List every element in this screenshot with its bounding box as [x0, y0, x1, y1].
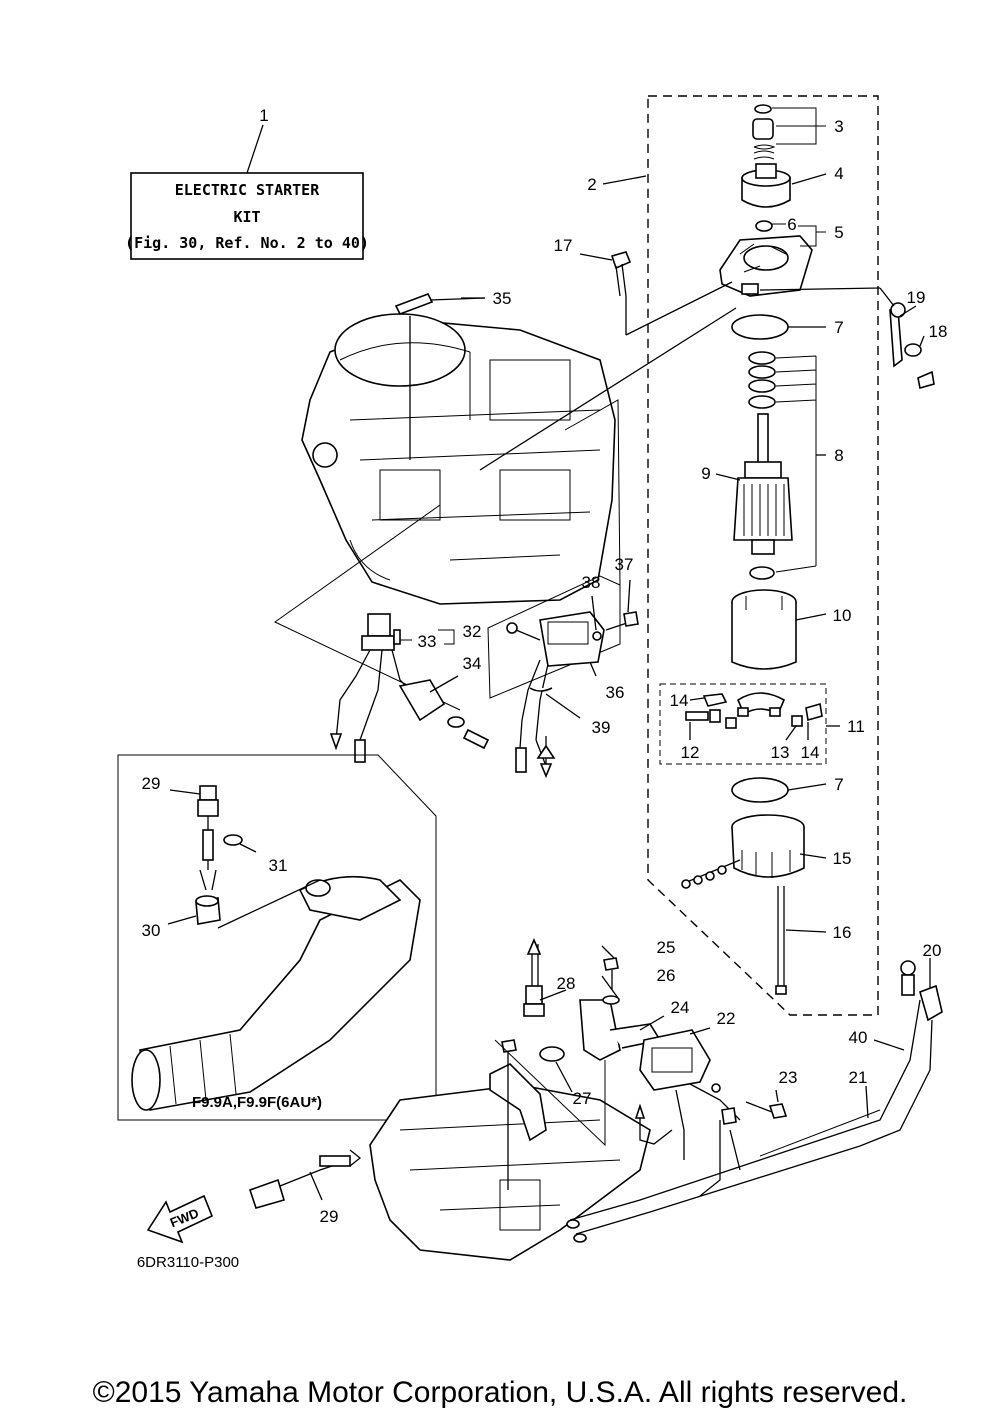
- relay-bracket: [579, 957, 662, 1061]
- brush-holder: [685, 692, 823, 729]
- callout-29-lower: 29: [320, 1207, 339, 1226]
- through-bolt: [775, 886, 787, 995]
- callout-9: 9: [701, 464, 710, 483]
- callout-22: 22: [717, 1009, 736, 1028]
- callout-1: 1: [259, 106, 268, 125]
- armature: [733, 413, 793, 555]
- mounting-bracket: [489, 1039, 547, 1190]
- callout-26: 26: [657, 966, 676, 985]
- relay-bolt: [745, 1101, 788, 1119]
- starter-relay: [506, 611, 639, 779]
- callout-2: 2: [587, 175, 596, 194]
- brush-holder-group-outline: [659, 683, 827, 765]
- callout-14-right: 14: [801, 743, 820, 762]
- tiller-handle: [131, 875, 421, 1111]
- callout-13: 13: [771, 743, 790, 762]
- callout-17: 17: [554, 236, 573, 255]
- callout-27: 27: [573, 1089, 592, 1108]
- kit-label-line1: ELECTRIC STARTER: [175, 181, 320, 199]
- lead-wire-terminal: [759, 287, 935, 390]
- callout-12: 12: [681, 743, 700, 762]
- pinion-gear: [741, 163, 791, 208]
- callout-37: 37: [615, 555, 634, 574]
- callout-33: 33: [418, 632, 437, 651]
- callout-11: 11: [847, 717, 865, 736]
- callout-31: 31: [269, 856, 288, 875]
- callout-15: 15: [833, 849, 852, 868]
- o-ring-upper: [731, 314, 789, 340]
- neutral-switch: [197, 785, 219, 891]
- callout-29-upper: 29: [142, 774, 161, 793]
- leader-lines: [167, 107, 931, 1201]
- battery-cables: [566, 960, 943, 1243]
- callout-3: 3: [834, 117, 843, 136]
- engine-block: [301, 313, 616, 605]
- callout-24: 24: [671, 998, 690, 1017]
- starter-bolt: [610, 251, 733, 336]
- callout-38: 38: [582, 573, 601, 592]
- o-ring-lower: [731, 777, 789, 803]
- callout-5: 5: [834, 223, 843, 242]
- callout-23: 23: [779, 1068, 798, 1087]
- switch-holder: [195, 879, 321, 929]
- diagram-reference-code: 6DR3110-P300: [137, 1254, 239, 1271]
- kit-label-line3: (Fig. 30, Ref. No. 2 to 40): [125, 234, 369, 252]
- yoke: [731, 589, 797, 670]
- callout-28: 28: [557, 974, 576, 993]
- callout-25: 25: [657, 938, 676, 957]
- callout-19: 19: [907, 288, 926, 307]
- callout-7-lower: 7: [834, 775, 843, 794]
- rear-cover: [681, 814, 805, 889]
- callout-21: 21: [849, 1068, 868, 1087]
- washer-set: [748, 351, 817, 580]
- callout-18: 18: [929, 322, 948, 341]
- callout-10: 10: [833, 606, 852, 625]
- kit-label-box: ELECTRIC STARTER KIT (Fig. 30, Ref. No. …: [125, 124, 369, 260]
- callout-8: 8: [834, 446, 843, 465]
- callout-16: 16: [833, 923, 852, 942]
- bushing: [755, 220, 773, 232]
- lower-relay: [634, 1029, 741, 1160]
- callout-36: 36: [606, 683, 625, 702]
- callouts: 1 2 3 4 5 6 7 7 8 9 10 11 12 13 14 14 15…: [142, 106, 948, 1226]
- callout-40: 40: [849, 1028, 868, 1047]
- callout-7-upper: 7: [834, 318, 843, 337]
- model-applicability-note: F9.9A,F9.9F(6AU*): [192, 1094, 322, 1111]
- relay-group-outline: [487, 575, 621, 699]
- tiller-inset-outline: [117, 754, 437, 1121]
- starter-motor-group-outline: [647, 95, 879, 1016]
- callout-32: 32: [463, 622, 482, 641]
- hose-clamp: [223, 834, 243, 846]
- front-bracket: [719, 235, 813, 297]
- callout-39: 39: [592, 718, 611, 737]
- callout-35: 35: [493, 289, 512, 308]
- neutral-switch-lower: [248, 1149, 362, 1209]
- kit-label-line2: KIT: [233, 208, 260, 226]
- starter-switch: [523, 937, 565, 1062]
- callout-34: 34: [463, 654, 482, 673]
- callout-30: 30: [142, 921, 161, 940]
- copyright-notice: ©2015 Yamaha Motor Corporation, U.S.A. A…: [92, 1376, 908, 1409]
- callout-4: 4: [834, 164, 843, 183]
- callout-14-left: 14: [670, 691, 689, 710]
- bottom-cowling: [369, 1084, 651, 1261]
- pinion-clip-collar-spring: [752, 104, 776, 160]
- fwd-arrow: FWD: [146, 1194, 214, 1244]
- callout-6: 6: [787, 215, 796, 234]
- callout-20: 20: [923, 941, 942, 960]
